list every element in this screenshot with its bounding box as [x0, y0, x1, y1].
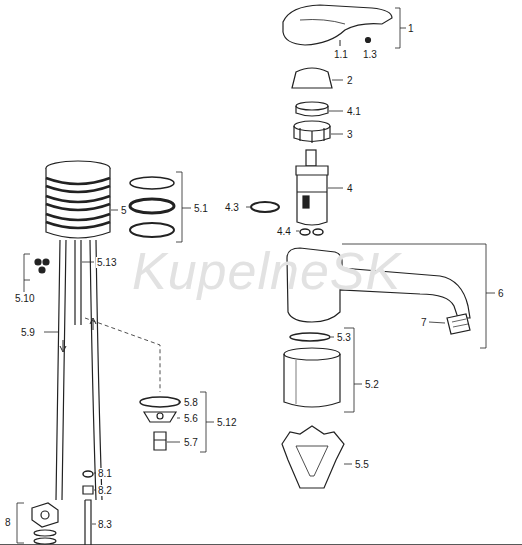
- body-thread: [46, 178, 110, 228]
- leader-line: [111, 210, 118, 211]
- nut-hole: [41, 511, 49, 519]
- flow-arrow: [60, 318, 96, 352]
- sleeve-shade: [296, 360, 297, 404]
- nipple: [154, 432, 166, 450]
- ring-side: [296, 106, 328, 116]
- sleeve: [284, 354, 340, 407]
- callout-number: 4.1: [346, 106, 362, 117]
- callout-number: 3: [346, 129, 354, 140]
- hose: [56, 240, 66, 500]
- base-plate: [282, 426, 344, 488]
- washer: [34, 530, 56, 536]
- callout-number: 5.7: [183, 437, 199, 448]
- callout-number: 8: [4, 517, 12, 528]
- callout-number: 8.1: [97, 468, 113, 479]
- callout-number: 5.1: [193, 203, 209, 214]
- leader-line: [296, 231, 299, 232]
- callout-number: 1.3: [362, 49, 378, 60]
- seal-dot: [39, 267, 45, 273]
- o-ring: [251, 202, 279, 212]
- bracket: [24, 254, 30, 292]
- leader-line: [82, 262, 94, 263]
- nut: [32, 503, 58, 527]
- leader-line: [332, 80, 343, 81]
- callout-number: 1.1: [333, 49, 349, 60]
- leader-line: [331, 134, 343, 135]
- sleeve-top: [284, 348, 340, 360]
- stem: [306, 150, 316, 166]
- bracket: [395, 8, 406, 48]
- aerator: [447, 314, 470, 334]
- leader-line: [429, 322, 445, 323]
- callout-number: 5.10: [14, 293, 35, 304]
- callout-number: 6: [497, 288, 505, 299]
- ring: [130, 223, 174, 237]
- stud: [85, 500, 91, 545]
- seal-dot: [35, 259, 41, 265]
- leader-line: [246, 207, 250, 208]
- callout-number: 8.3: [97, 519, 113, 530]
- clip: [144, 412, 176, 422]
- bottom-rule: [0, 544, 522, 545]
- callout-number: 5.9: [20, 327, 36, 338]
- aerator-detail: [452, 319, 468, 327]
- callout-number: 4: [346, 183, 354, 194]
- pin: [340, 40, 341, 46]
- watermark: KupelneSK: [132, 243, 401, 299]
- handle-detail: [300, 20, 345, 25]
- ring: [130, 199, 174, 213]
- leader-line: [329, 111, 343, 112]
- ring: [290, 333, 330, 341]
- bracket: [17, 503, 24, 543]
- callout-number: 5.3: [336, 332, 352, 343]
- leader-line: [328, 188, 343, 189]
- callout-number: 5.12: [216, 417, 237, 428]
- seal: [300, 229, 310, 235]
- callout-number: 5.8: [183, 397, 199, 408]
- bracket: [200, 392, 214, 452]
- seal: [313, 229, 323, 235]
- callout-number: 4.4: [276, 226, 292, 237]
- callout-number: 5.5: [354, 459, 370, 470]
- dashed-guide: [85, 318, 160, 392]
- ring: [140, 397, 180, 407]
- callout-number: 5.6: [183, 413, 199, 424]
- callout-number: 5: [120, 205, 128, 216]
- lever-handle: [283, 5, 392, 45]
- leader-line: [92, 473, 96, 524]
- cap: [292, 68, 332, 88]
- washer: [83, 471, 93, 477]
- port: [303, 196, 309, 208]
- cartridge: [296, 166, 328, 225]
- screw: [366, 38, 371, 43]
- leader-line: [344, 464, 352, 465]
- leader-line: [331, 337, 334, 338]
- seal-dot: [43, 259, 49, 265]
- rod: [75, 240, 81, 325]
- callout-number: 7: [420, 317, 428, 328]
- callout-number: 4.3: [224, 202, 240, 213]
- bracket: [176, 172, 191, 242]
- callout-number: 2: [346, 75, 354, 86]
- leader-line: [44, 332, 58, 333]
- leader-line: [167, 402, 181, 442]
- nut-side: [294, 126, 330, 143]
- ring: [296, 102, 328, 110]
- callout-number: 8.2: [97, 485, 113, 496]
- callout-number: 5.13: [96, 257, 117, 268]
- plate-opening: [296, 446, 328, 476]
- callout-number: 1: [407, 23, 415, 34]
- hose: [90, 240, 102, 500]
- callout-number: 5.2: [364, 379, 380, 390]
- bushing: [83, 486, 93, 494]
- body: [46, 168, 110, 238]
- clip-hole: [157, 413, 163, 419]
- ring: [130, 177, 174, 189]
- washer: [34, 538, 56, 544]
